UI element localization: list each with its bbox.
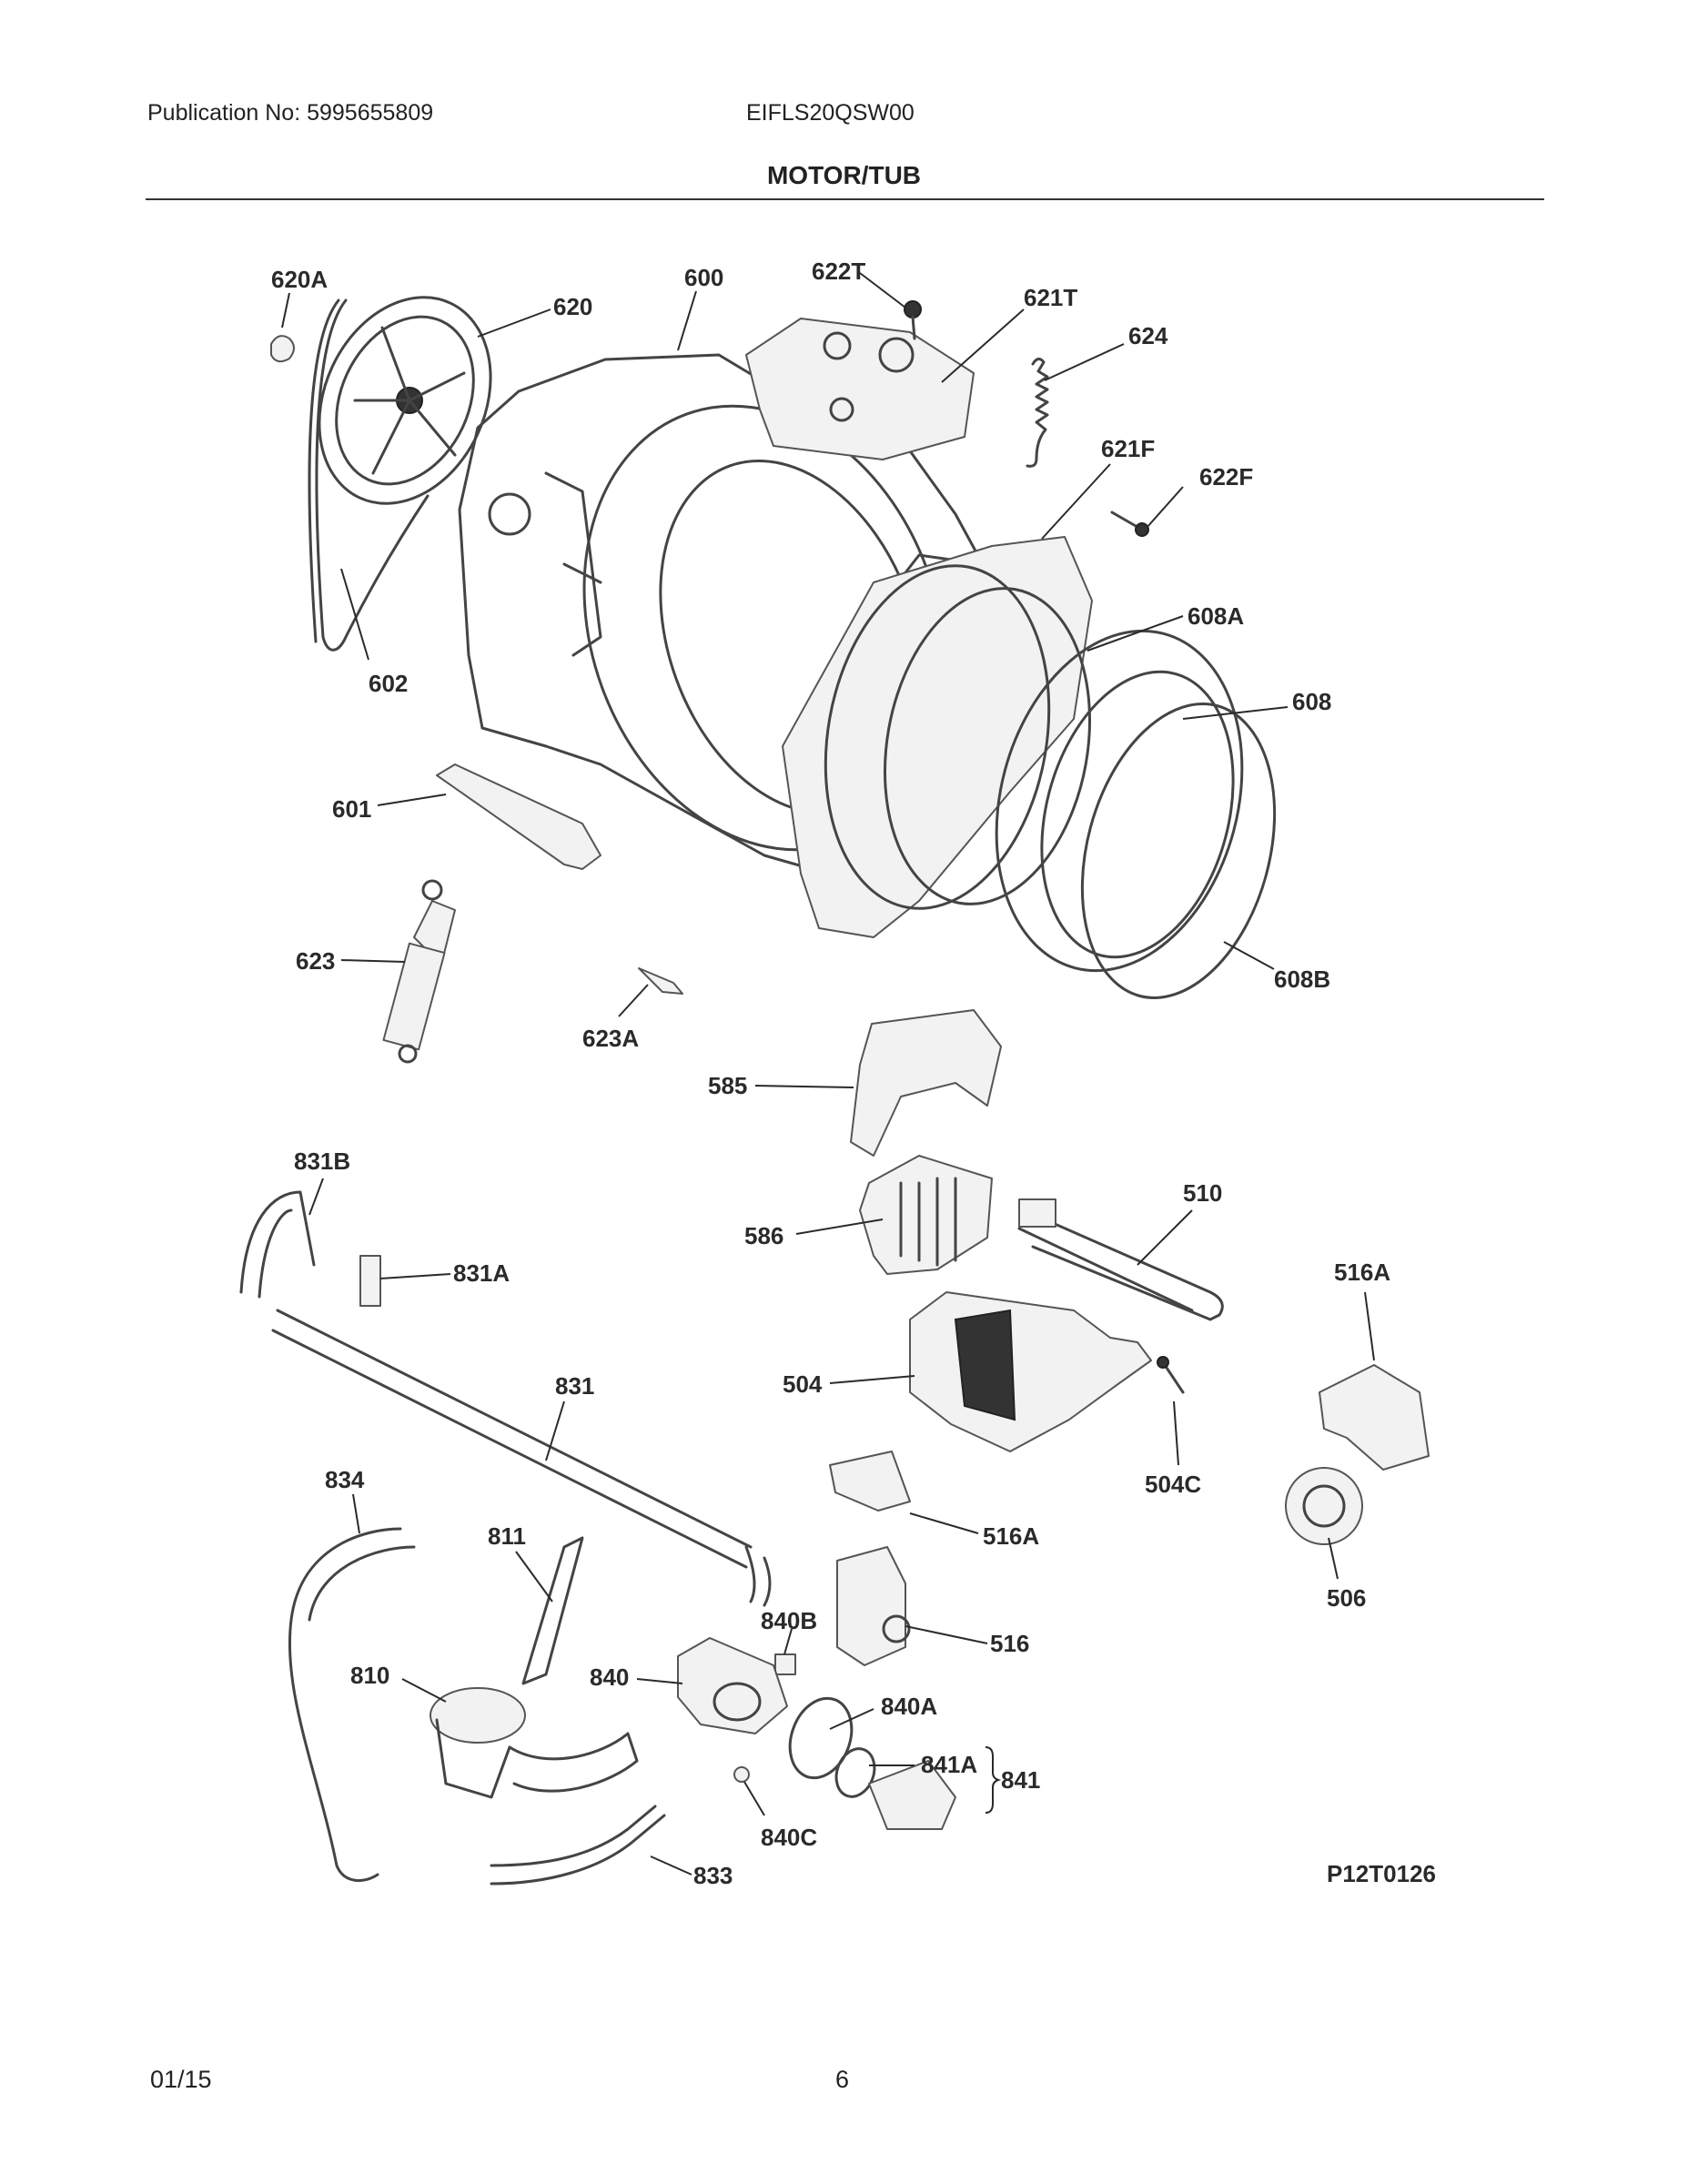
callout-831: 831 — [555, 1372, 594, 1400]
callout-510: 510 — [1183, 1179, 1222, 1207]
publication-number: Publication No: 5995655809 — [147, 100, 434, 126]
part-621t-counterweight — [745, 318, 975, 460]
part-831b-elbow — [239, 1190, 316, 1299]
part-608a-clamp — [883, 587, 1092, 905]
callout-811: 811 — [488, 1522, 526, 1550]
callout-504: 504 — [783, 1370, 823, 1398]
part-510-heater — [1017, 1198, 1224, 1321]
part-620a-clip — [270, 335, 295, 363]
callout-586: 586 — [744, 1222, 783, 1249]
part-840b-clip — [774, 1653, 796, 1675]
callout-841: 841 — [1001, 1766, 1040, 1794]
callout-621f: 621F — [1101, 435, 1155, 462]
part-831a-clip — [359, 1255, 381, 1307]
part-841-filter — [868, 1760, 956, 1830]
part-840a-ring — [788, 1696, 854, 1780]
callout-601: 601 — [332, 795, 371, 823]
part-622f-screw — [1110, 511, 1149, 537]
part-810-sump — [430, 1687, 639, 1799]
callout-840c: 840C — [761, 1824, 817, 1851]
callout-608b: 608B — [1274, 966, 1330, 993]
callout-608: 608 — [1292, 688, 1331, 715]
part-831-hose — [271, 1309, 772, 1607]
part-516a-cover-top — [1319, 1364, 1430, 1471]
callout-585: 585 — [708, 1072, 747, 1099]
model-number: EIFLS20QSW00 — [746, 100, 915, 126]
part-622t-screw — [904, 300, 922, 340]
callout-602: 602 — [369, 670, 408, 697]
part-623a-pin — [638, 967, 683, 995]
callout-624: 624 — [1128, 322, 1168, 349]
callout-622t: 622T — [812, 258, 865, 285]
part-620-pulley — [318, 296, 492, 505]
callout-840a: 840A — [881, 1693, 937, 1720]
callout-831b: 831B — [294, 1148, 350, 1175]
callout-622f: 622F — [1199, 463, 1253, 490]
part-811-tube — [521, 1536, 584, 1685]
callout-516: 516 — [990, 1630, 1029, 1657]
callout-620a: 620A — [271, 266, 328, 293]
part-841a-oring — [834, 1747, 876, 1798]
part-516-pump-motor — [836, 1546, 911, 1666]
part-623-shock — [382, 879, 456, 1064]
callout-620: 620 — [553, 293, 592, 320]
part-624-spring — [1026, 358, 1049, 468]
leader-lines — [281, 272, 1375, 1876]
callout-840: 840 — [590, 1663, 629, 1691]
part-834-hose — [288, 1527, 416, 1883]
part-601-paddle — [436, 763, 601, 870]
callout-834: 834 — [325, 1466, 365, 1493]
callout-810: 810 — [350, 1662, 389, 1689]
callout-504c: 504C — [1145, 1471, 1201, 1498]
part-840c-small — [733, 1766, 750, 1783]
part-516a-cover-mid — [829, 1451, 911, 1512]
part-586-module — [859, 1155, 993, 1275]
part-585-cover — [850, 1009, 1002, 1157]
part-504c-screw — [1157, 1356, 1185, 1394]
part-602-belt — [308, 298, 430, 652]
callout-516a-top: 516A — [1334, 1259, 1390, 1286]
callout-833: 833 — [693, 1862, 733, 1889]
footer-date: 01/15 — [150, 2066, 212, 2093]
callout-608a: 608A — [1188, 602, 1244, 630]
part-506-pump — [1285, 1467, 1363, 1545]
callout-600: 600 — [684, 264, 723, 291]
callout-506: 506 — [1327, 1584, 1366, 1612]
callout-841a: 841A — [921, 1751, 977, 1778]
callout-623a: 623A — [582, 1025, 639, 1052]
part-621f-counterweight — [782, 536, 1093, 938]
part-833-hose — [490, 1805, 666, 1886]
page-title: MOTOR/TUB — [766, 161, 922, 189]
diagram-code: P12T0126 — [1327, 1860, 1436, 1887]
callout-840b: 840B — [761, 1607, 817, 1634]
part-504-motor — [909, 1291, 1152, 1452]
part-608b-clamp — [1080, 703, 1277, 999]
header-rule — [146, 198, 1544, 200]
callout-621t: 621T — [1024, 284, 1077, 311]
callout-623: 623 — [296, 947, 335, 975]
page-number: 6 — [835, 2066, 850, 2093]
part-608-bellows — [995, 629, 1244, 973]
callout-831a: 831A — [453, 1259, 510, 1287]
part-840-housing — [677, 1637, 788, 1734]
callout-516a-mid: 516A — [983, 1522, 1039, 1550]
